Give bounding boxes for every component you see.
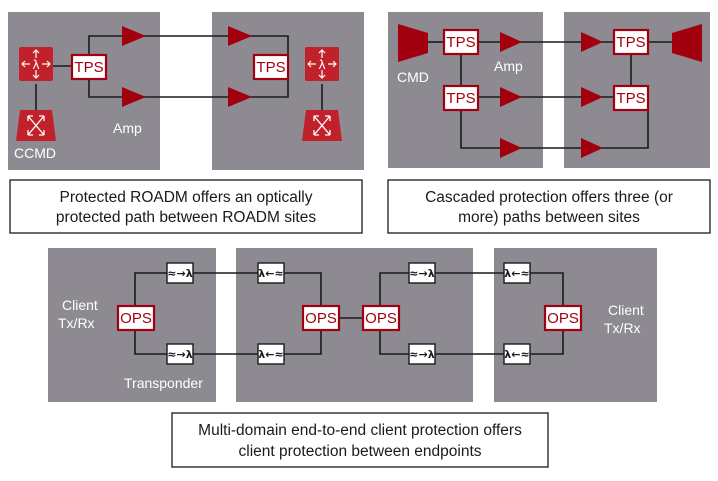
- svg-text:TPS: TPS: [446, 90, 475, 107]
- fiber-line: [284, 272, 322, 306]
- svg-text:≈→λ: ≈→λ: [167, 348, 192, 361]
- svg-text:Cascaded protection offers thr: Cascaded protection offers three (or: [425, 189, 673, 206]
- tps-box: TPS: [612, 84, 650, 112]
- amplifier-icon: [581, 138, 603, 158]
- ops-box: OPS: [361, 304, 401, 332]
- cmd-icon: [672, 24, 702, 62]
- cmd-label: CMD: [397, 69, 429, 85]
- amplifier-icon: [122, 87, 146, 107]
- svg-text:TPS: TPS: [616, 90, 645, 107]
- svg-text:≈→λ: ≈→λ: [167, 267, 192, 280]
- transponder-icon: λ←≈: [503, 343, 531, 365]
- fiber-line: [88, 79, 289, 98]
- amplifier-icon: [122, 26, 146, 46]
- transponder-icon: λ←≈: [257, 262, 285, 284]
- svg-text:λ: λ: [32, 58, 39, 72]
- svg-text:≈→λ: ≈→λ: [409, 267, 434, 280]
- transponder-icon: ≈→λ: [408, 343, 436, 365]
- amp-label: Amp: [494, 58, 523, 74]
- svg-text:≈→λ: ≈→λ: [409, 348, 434, 361]
- transponder-icon: ≈→λ: [166, 262, 194, 284]
- client-label: Client: [62, 297, 98, 313]
- svg-text:λ←≈: λ←≈: [258, 267, 283, 280]
- ops-box: OPS: [543, 304, 583, 332]
- svg-text:TPS: TPS: [446, 34, 475, 51]
- fiber-line: [530, 272, 564, 306]
- client-label: Tx/Rx: [58, 315, 95, 331]
- amplifier-icon: [228, 87, 252, 107]
- client-label: Client: [608, 302, 644, 318]
- svg-text:TPS: TPS: [74, 59, 103, 76]
- caption-multi-domain: Multi-domain end-to-end client protectio…: [171, 412, 549, 468]
- client-label: Tx/Rx: [604, 320, 641, 336]
- multi-domain-diagram: ≈→λ ≈→λ λ←≈ λ←≈ ≈→λ ≈→λ λ←≈ λ←≈: [48, 248, 657, 402]
- svg-text:λ←≈: λ←≈: [258, 348, 283, 361]
- caption-protected-roadm: Protected ROADM offers an optically prot…: [9, 179, 363, 234]
- ops-box: OPS: [301, 304, 341, 332]
- ccmd-icon: [302, 110, 342, 141]
- tps-box: TPS: [442, 28, 480, 56]
- ccmd-icon: [16, 110, 56, 141]
- svg-text:TPS: TPS: [616, 34, 645, 51]
- fiber-line: [460, 109, 649, 149]
- ops-box: OPS: [116, 304, 156, 332]
- svg-text:more) paths between sites: more) paths between sites: [458, 209, 640, 226]
- caption-cascaded: Cascaded protection offers three (or mor…: [387, 179, 711, 234]
- svg-text:Multi-domain end-to-end client: Multi-domain end-to-end client protectio…: [198, 422, 522, 439]
- amplifier-icon: [500, 138, 522, 158]
- fiber-line: [379, 330, 409, 355]
- amplifier-icon: [500, 32, 522, 52]
- cascaded-protection-diagram: TPS TPS TPS TPS CMD Amp: [388, 12, 710, 168]
- amplifier-icon: [581, 32, 603, 52]
- transponder-label: Transponder: [124, 375, 203, 391]
- fiber-line: [284, 330, 322, 355]
- svg-text:λ←≈: λ←≈: [504, 267, 529, 280]
- tps-box: TPS: [442, 84, 480, 112]
- svg-text:OPS: OPS: [305, 310, 337, 327]
- transponder-icon: λ←≈: [257, 343, 285, 365]
- protected-roadm-diagram: λ λ TPS TPS Amp CCMD: [8, 12, 364, 170]
- svg-text:Protected ROADM offers an opti: Protected ROADM offers an optically: [60, 189, 313, 206]
- amp-label: Amp: [113, 120, 142, 136]
- svg-text:client protection between endp: client protection between endpoints: [239, 443, 482, 460]
- svg-text:OPS: OPS: [365, 310, 397, 327]
- tps-box: TPS: [70, 53, 108, 81]
- roadm-icon: λ: [19, 47, 53, 81]
- fiber-line: [134, 272, 167, 306]
- amplifier-icon: [581, 87, 603, 107]
- tps-box: TPS: [612, 28, 650, 56]
- transponder-icon: ≈→λ: [166, 343, 194, 365]
- fiber-line: [379, 272, 409, 306]
- cmd-icon: [398, 24, 428, 62]
- transponder-icon: ≈→λ: [408, 262, 436, 284]
- svg-text:λ: λ: [318, 58, 325, 72]
- tps-box: TPS: [252, 53, 290, 81]
- fiber-line: [134, 330, 167, 355]
- fiber-line: [530, 330, 564, 355]
- fiber-line: [88, 35, 289, 57]
- svg-text:OPS: OPS: [547, 310, 579, 327]
- svg-text:λ←≈: λ←≈: [504, 348, 529, 361]
- amplifier-icon: [500, 87, 522, 107]
- ccmd-label: CCMD: [14, 145, 56, 161]
- roadm-icon: λ: [305, 47, 339, 81]
- amplifier-icon: [228, 26, 252, 46]
- svg-text:protected path between ROADM s: protected path between ROADM sites: [56, 209, 316, 226]
- svg-text:OPS: OPS: [120, 310, 152, 327]
- transponder-icon: λ←≈: [503, 262, 531, 284]
- svg-text:TPS: TPS: [256, 59, 285, 76]
